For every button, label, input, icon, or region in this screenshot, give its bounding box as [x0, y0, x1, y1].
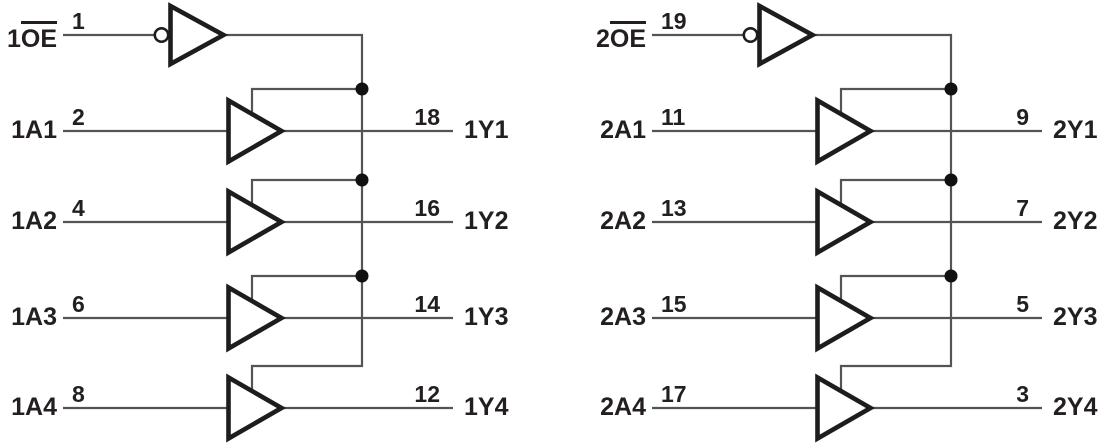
buffer-gate	[226, 283, 287, 353]
buffer-input-label: 1A4	[11, 393, 57, 421]
buffer-output-label: 2Y4	[1053, 393, 1098, 421]
inversion-bubble	[742, 26, 759, 43]
buffer-input-label: 1A3	[11, 303, 57, 331]
buffer-input-pin: 15	[661, 291, 687, 317]
oe-inverter-gate	[168, 2, 229, 68]
buffer-input-pin: 17	[661, 381, 687, 407]
inversion-bubble	[153, 26, 170, 43]
oe-input-label: 1OE	[7, 21, 57, 52]
junction-dot	[944, 173, 958, 187]
buffer-output-label: 2Y3	[1053, 303, 1098, 331]
buffer-gate	[815, 187, 876, 257]
buffer-input-label: 2A1	[600, 116, 646, 144]
buffer-output-pin: 16	[414, 195, 440, 221]
buffer-gate	[226, 187, 287, 257]
junction-dot	[944, 269, 958, 283]
oe-label-prefix: 1	[6, 25, 21, 53]
buffer-output-label: 1Y3	[464, 303, 509, 331]
buffer-input-pin: 6	[72, 291, 85, 317]
buffer-input-label: 2A2	[600, 207, 646, 235]
buffer-output-label: 1Y1	[464, 116, 509, 144]
buffer-output-pin: 18	[414, 104, 440, 130]
buffer-input-label: 1A2	[11, 207, 57, 235]
wire	[63, 33, 453, 410]
buffer-output-label: 2Y2	[1053, 207, 1098, 235]
buffer-input-label: 2A3	[600, 303, 646, 331]
oe-label-overlined: OE	[609, 21, 646, 52]
junction-dot	[355, 173, 369, 187]
oe-pin-number: 19	[661, 8, 687, 34]
buffer-input-label: 2A4	[600, 393, 646, 421]
buffer-input-pin: 4	[72, 195, 85, 221]
buffer-output-pin: 9	[1016, 104, 1029, 130]
buffer-input-pin: 11	[661, 104, 686, 130]
buffer-gate	[226, 373, 287, 443]
buffer-output-label: 1Y2	[464, 207, 509, 235]
buffer-input-pin: 13	[661, 195, 687, 221]
oe-pin-number: 1	[72, 8, 85, 34]
oe-inverter-gate	[757, 2, 818, 68]
buffer-gate	[226, 96, 287, 166]
buffer-output-pin: 5	[1016, 291, 1029, 317]
buffer-input-pin: 2	[72, 104, 85, 130]
buffer-output-label: 2Y1	[1053, 116, 1098, 144]
buffer-gate	[815, 96, 876, 166]
buffer-input-pin: 8	[72, 381, 85, 407]
buffer-output-pin: 14	[414, 291, 440, 317]
buffer-input-label: 1A1	[11, 116, 57, 144]
buffer-gate	[815, 283, 876, 353]
junction-dot	[944, 82, 958, 96]
junction-dot	[355, 269, 369, 283]
wire	[652, 33, 1042, 410]
buffer-output-pin: 3	[1016, 381, 1029, 407]
oe-label-prefix: 2	[595, 25, 610, 53]
junction-dot	[355, 82, 369, 96]
buffer-output-pin: 7	[1016, 195, 1029, 221]
buffer-gate	[815, 373, 876, 443]
oe-label-overlined: OE	[20, 21, 57, 52]
buffer-output-pin: 12	[414, 381, 440, 407]
oe-input-label: 2OE	[596, 21, 646, 52]
buffer-output-label: 1Y4	[464, 393, 509, 421]
